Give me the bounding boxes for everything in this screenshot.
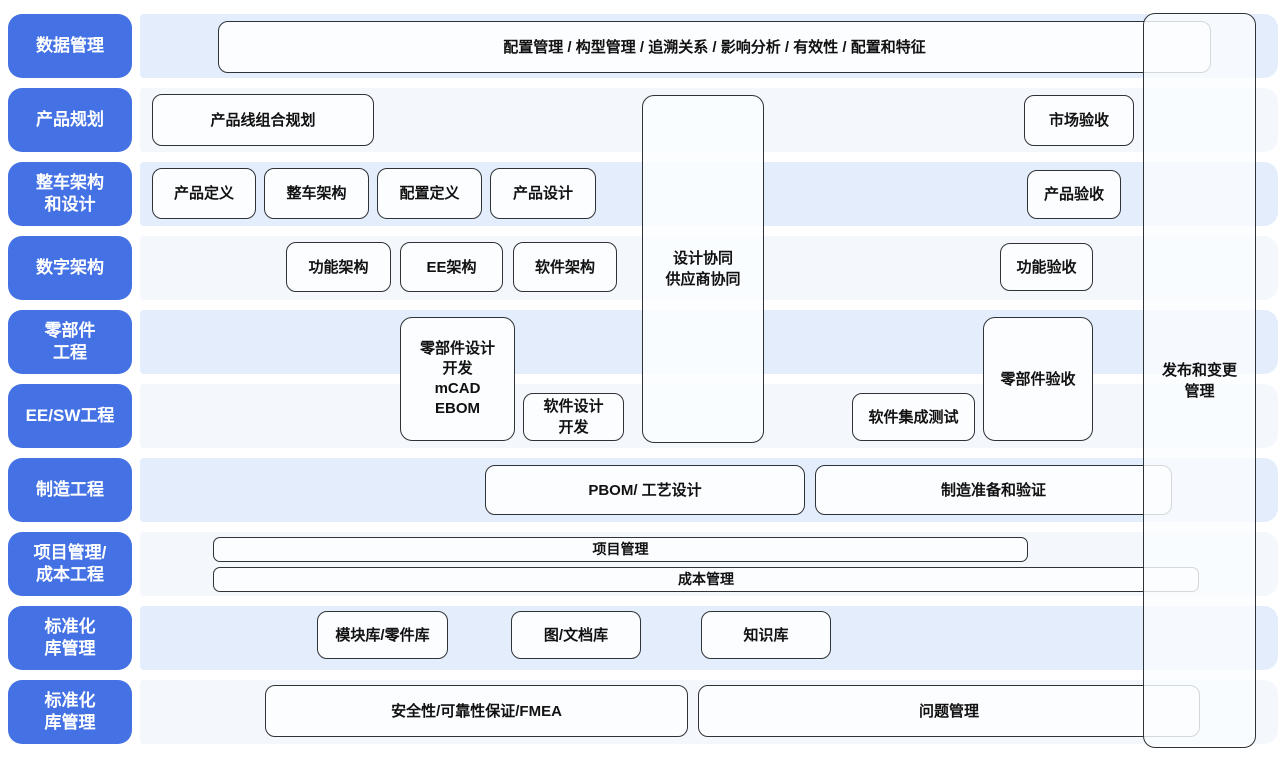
box-config-definition: 配置定义 (377, 168, 482, 219)
box-release-change-mgmt: 发布和变更 管理 (1143, 13, 1256, 748)
row-label-std-library-2: 标准化 库管理 (8, 680, 132, 744)
row-label-manufacturing: 制造工程 (8, 458, 132, 522)
box-software-design: 软件设计 开发 (523, 393, 624, 441)
box-ee-architecture: EE架构 (400, 242, 503, 292)
box-parts-design-mcad-ebom: 零部件设计 开发 mCAD EBOM (400, 317, 515, 441)
row-label-ee-sw-eng: EE/SW工程 (8, 384, 132, 448)
box-cost-mgmt: 成本管理 (213, 567, 1199, 592)
box-issue-mgmt: 问题管理 (698, 685, 1200, 737)
box-product-design: 产品设计 (490, 168, 596, 219)
box-market-acceptance: 市场验收 (1024, 95, 1134, 146)
box-vehicle-architecture: 整车架构 (264, 168, 369, 219)
box-design-collaboration: 设计协同 供应商协同 (642, 95, 764, 443)
box-functional-acceptance: 功能验收 (1000, 243, 1093, 291)
box-project-mgmt: 项目管理 (213, 537, 1028, 562)
row-label-digital-arch: 数字架构 (8, 236, 132, 300)
box-safety-reliability-fmea: 安全性/可靠性保证/FMEA (265, 685, 688, 737)
row-label-project-cost: 项目管理/ 成本工程 (8, 532, 132, 596)
box-software-integration-test: 软件集成测试 (852, 393, 975, 441)
row-label-product-planning: 产品规划 (8, 88, 132, 152)
row-label-data-mgmt: 数据管理 (8, 14, 132, 78)
box-pbom-process-design: PBOM/ 工艺设计 (485, 465, 805, 515)
box-data-mgmt-bar: 配置管理 / 构型管理 / 追溯关系 / 影响分析 / 有效性 / 配置和特征 (218, 21, 1211, 73)
box-product-definition: 产品定义 (152, 168, 256, 219)
box-product-acceptance: 产品验收 (1027, 170, 1121, 219)
box-parts-acceptance: 零部件验收 (983, 317, 1093, 441)
row-label-vehicle-arch: 整车架构 和设计 (8, 162, 132, 226)
box-drawing-doc-library: 图/文档库 (511, 611, 641, 659)
box-knowledge-library: 知识库 (701, 611, 831, 659)
box-manufacturing-readiness: 制造准备和验证 (815, 465, 1172, 515)
box-functional-architecture: 功能架构 (286, 242, 391, 292)
row-label-std-library-1: 标准化 库管理 (8, 606, 132, 670)
row-label-parts-eng: 零部件 工程 (8, 310, 132, 374)
box-product-line-planning: 产品线组合规划 (152, 94, 374, 146)
box-software-architecture: 软件架构 (513, 242, 617, 292)
box-module-parts-library: 模块库/零件库 (317, 611, 448, 659)
